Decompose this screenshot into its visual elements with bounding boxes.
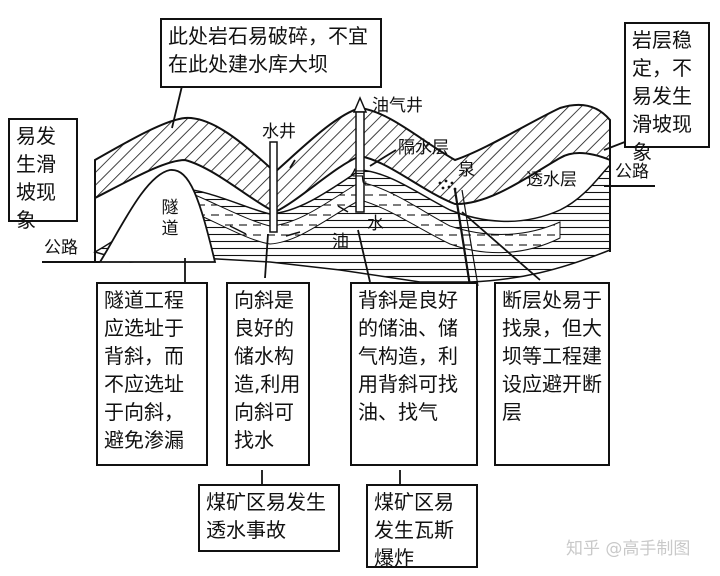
label-road-left: 公路 xyxy=(44,238,78,258)
callout-anticline: 背斜是良好的储油、储气构造，利用背斜可找油、找气 xyxy=(350,282,478,466)
label-water: 水 xyxy=(367,214,384,234)
aquifer-band xyxy=(177,181,561,254)
watermark: 知乎 @高手制图 xyxy=(566,539,691,559)
lower-strata xyxy=(93,163,611,283)
label-road-right: 公路 xyxy=(615,162,649,182)
callout-fault: 断层处易于找泉，但大坝等工程建设应避开断层 xyxy=(494,282,610,466)
label-tunnel: 隧 道 xyxy=(161,198,179,239)
tunnel-hill xyxy=(98,169,217,263)
flow-arrows xyxy=(229,205,349,237)
spring-dots xyxy=(438,179,457,191)
callout-left-landslide: 易发生滑坡现象 xyxy=(8,118,78,232)
label-gas: 气 xyxy=(350,168,367,188)
label-oil: 油 xyxy=(332,232,349,252)
label-permeable-layer: 透水层 xyxy=(526,170,577,190)
label-impermeable-layer: 隔水层 xyxy=(398,138,449,158)
callout-syncline: 向斜是良好的储水构造,利用向斜可找水 xyxy=(226,282,310,466)
label-oil-gas-well: 油气井 xyxy=(372,96,423,116)
oil-gas-well xyxy=(352,96,368,113)
fault-line xyxy=(453,189,472,287)
fault-line-2 xyxy=(461,189,479,287)
callout-coal-gas: 煤矿区易发生瓦斯爆炸 xyxy=(366,484,478,570)
callout-rock-broken: 此处岩石易破碎，不宜在此处建水库大坝 xyxy=(160,18,382,88)
callout-tunnel: 隧道工程应选址于背斜，而不应选址于向斜，避免渗漏 xyxy=(96,282,208,466)
callout-right-stable: 岩层稳定，不易发生滑坡现象 xyxy=(624,22,710,164)
callout-coal-water: 煤矿区易发生透水事故 xyxy=(198,484,340,552)
label-water-well: 水井 xyxy=(262,122,296,142)
label-spring: 泉 xyxy=(458,160,475,180)
water-well xyxy=(269,141,278,233)
